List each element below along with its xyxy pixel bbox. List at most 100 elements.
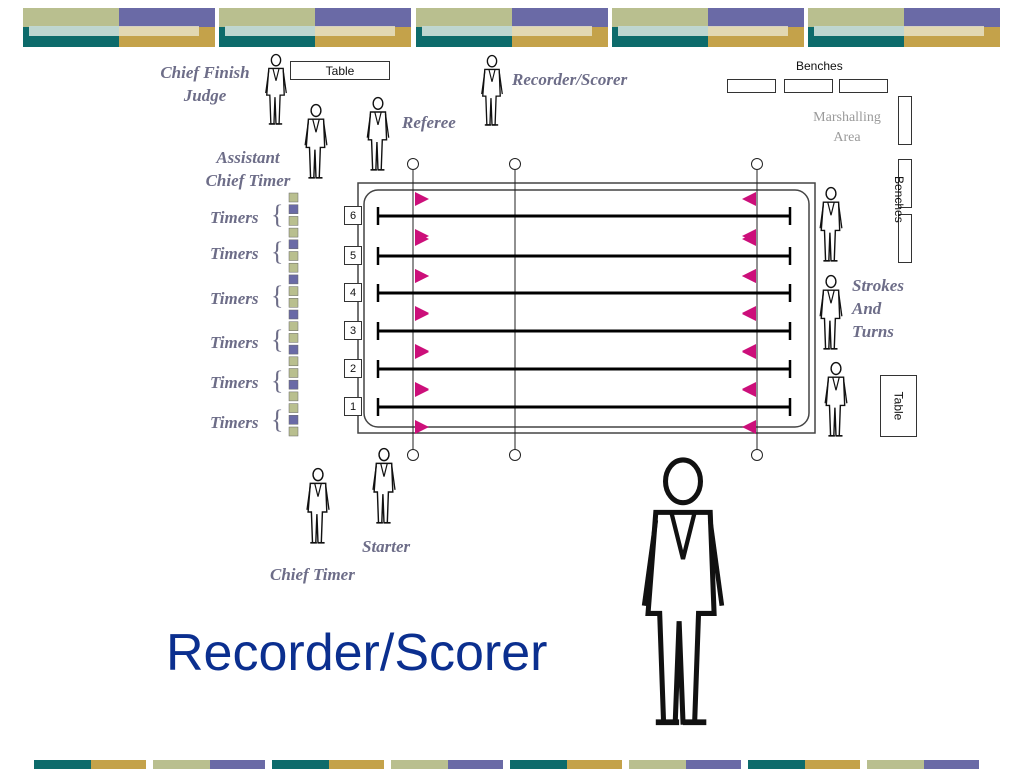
timer-square-3: [288, 216, 299, 226]
timer-square-18: [288, 391, 299, 402]
bottom-block-1b: [91, 760, 146, 769]
table-right: Table: [880, 375, 917, 437]
pool-inner: [363, 189, 810, 428]
timer-square-21: [288, 426, 299, 437]
touchpad-right-1: [742, 192, 756, 206]
strokes-line-2: And: [852, 299, 882, 318]
touchpad-left-5: [415, 345, 429, 359]
bench-top-2: [784, 79, 833, 93]
table-top-label: Table: [325, 63, 355, 78]
benches-side-label: Benches: [892, 176, 906, 223]
touchpad-left-6: [415, 383, 429, 397]
official-figure-starter: [372, 447, 396, 524]
rope-post-bottom-3: [751, 449, 763, 461]
timer-square-13: [288, 333, 299, 343]
bottom-block-2a: [153, 760, 210, 769]
official-figure-strokes-turns-3: [824, 361, 848, 437]
top-banner-graphic: [23, 8, 1000, 47]
slide-title: Recorder/Scorer: [166, 624, 548, 682]
bottom-block-3a: [272, 760, 329, 769]
timer-square-14: [288, 344, 299, 355]
lane-number-1: 1: [344, 397, 362, 416]
timer-square-20: [288, 415, 299, 425]
rope-post-top-1: [407, 158, 419, 170]
starter-label: Starter: [362, 537, 411, 556]
strokes-line-3: Turns: [852, 322, 894, 341]
bottom-block-2b: [210, 760, 265, 769]
timer-square-15: [288, 356, 299, 367]
rope-post-bottom-2: [509, 449, 521, 461]
touchpad-left-3: [415, 269, 429, 283]
timers-brace-1: {: [271, 200, 284, 229]
bottom-block-3b: [329, 760, 384, 769]
timer-square-11: [288, 309, 299, 320]
chief-finish-judge-label: Chief Finish Judge: [148, 61, 262, 107]
official-figure-strokes-turns-2: [819, 274, 843, 350]
rope-post-bottom-1: [407, 449, 419, 461]
top-banner: [0, 0, 1024, 50]
bottom-block-7b: [805, 760, 860, 769]
timer-square-19: [288, 403, 299, 413]
timer-square-9: [288, 286, 299, 296]
timers-label-4: Timers: [210, 333, 259, 352]
marshalling-line-2: Area: [833, 130, 861, 145]
bench-top-1: [727, 79, 776, 93]
timer-square-10: [288, 298, 299, 308]
banner-block-2: [219, 8, 411, 47]
official-figure-strokes-turns-1: [819, 186, 843, 262]
timer-square-7: [288, 262, 299, 273]
timer-square-12: [288, 321, 299, 331]
recorder-scorer-large-figure: [641, 457, 725, 726]
timer-square-6: [288, 251, 299, 261]
timer-square-4: [288, 227, 299, 238]
bottom-block-8a: [867, 760, 924, 769]
banner-block-5: [808, 8, 1000, 47]
timers-label-5: Timers: [210, 373, 259, 392]
timer-square-2: [288, 204, 299, 214]
timers-label-6: Timers: [210, 413, 259, 432]
rope-post-top-2: [509, 158, 521, 170]
chief-finish-judge-line-2: Judge: [183, 86, 227, 105]
touchpad-left-2: [415, 232, 429, 246]
bottom-block-5b: [567, 760, 622, 769]
timers-brace-5: {: [271, 366, 284, 395]
touchpad-right-4: [742, 307, 756, 321]
bottom-block-8b: [924, 760, 979, 769]
timer-square-16: [288, 368, 299, 378]
lane-number-5: 5: [344, 246, 362, 265]
referee-label: Referee: [402, 113, 456, 132]
touchpad-right-6: [742, 383, 756, 397]
bottom-block-1a: [34, 760, 91, 769]
chief-timer-label: Chief Timer: [270, 565, 355, 584]
touchpad-left-4: [415, 307, 429, 321]
touchpad-left-b-6: [415, 420, 429, 434]
bottom-banner-graphic: [34, 760, 979, 769]
marshalling-area: Marshalling Area: [800, 108, 894, 148]
bottom-block-6b: [686, 760, 741, 769]
timer-square-17: [288, 379, 299, 390]
lane-number-2: 2: [344, 359, 362, 378]
official-figure-assistant-chief-timer: [304, 103, 328, 179]
timers-brace-4: {: [271, 325, 284, 354]
timer-square-1: [288, 192, 299, 203]
touchpad-right-b-6: [742, 420, 756, 434]
touchpad-right-3: [742, 269, 756, 283]
marshalling-line-1: Marshalling: [813, 110, 881, 125]
rope-post-top-3: [751, 158, 763, 170]
bottom-block-4b: [448, 760, 503, 769]
timers-brace-6: {: [271, 405, 284, 434]
assistant-chief-timer-label: Assistant Chief Timer: [192, 146, 304, 192]
strokes-line-1: Strokes: [852, 276, 904, 295]
bottom-block-7a: [748, 760, 805, 769]
timers-brace-2: {: [271, 237, 284, 266]
timers-label-1: Timers: [210, 208, 259, 227]
timers-label-2: Timers: [210, 244, 259, 263]
timers-label-3: Timers: [210, 289, 259, 308]
lane-number-6: 6: [344, 206, 362, 225]
lane-number-4: 4: [344, 283, 362, 302]
official-figure-referee: [366, 96, 390, 171]
touchpad-right-5: [742, 345, 756, 359]
assistant-chief-timer-line-2: Chief Timer: [205, 171, 291, 190]
bottom-banner: [0, 756, 1024, 769]
